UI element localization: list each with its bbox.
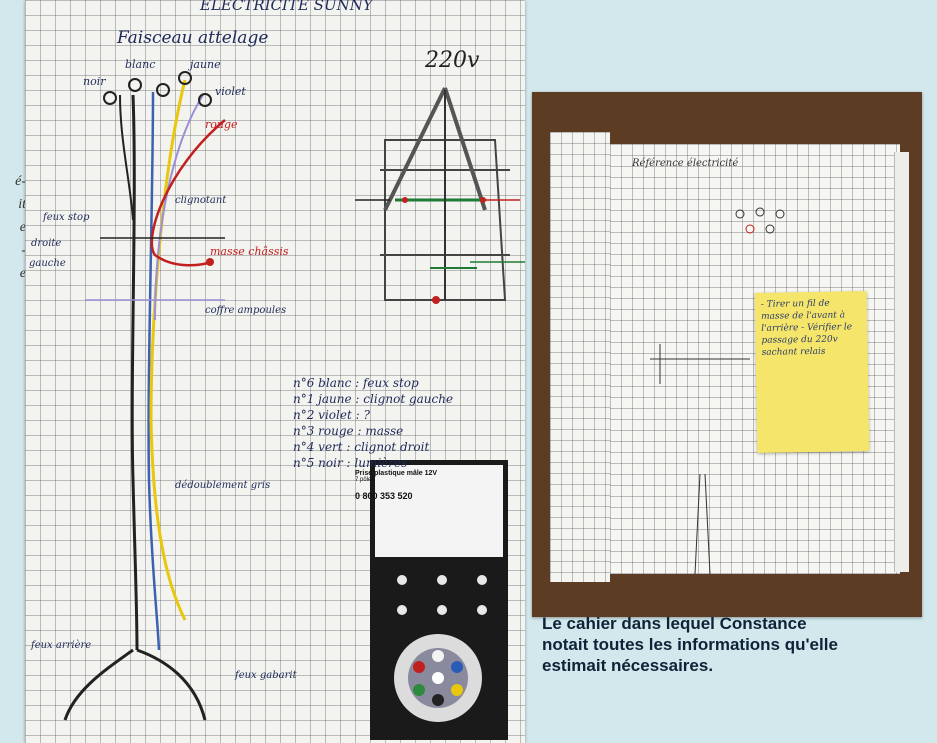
photo-caption: Le cahier dans lequel Constance notait t… [542, 614, 838, 675]
package-title: Prise plastique mâle 12V [355, 470, 438, 477]
left-notebook-page [550, 132, 610, 582]
package-subtitle: 7 pôles [355, 477, 375, 483]
package-code: 0 800 353 520 [355, 491, 413, 501]
legend-line: n°6 blanc : feux stop [293, 376, 419, 390]
sliver-line: e [19, 220, 26, 235]
graph-paper-grid [550, 132, 610, 582]
legend-line: n°2 violet : ? [293, 408, 370, 422]
legend-line: n°4 vert : clignot droit [293, 440, 430, 454]
legend-line: n°1 jaune : clignot gauche [293, 392, 454, 406]
package-label: Prise plastique mâle 12V 7 pôles 0 800 3… [355, 470, 465, 501]
wiring-notebook-photo: ELECTRICITE SUNNY Faisceau attelage 220v [25, 0, 525, 743]
sliver-line: it [18, 197, 26, 212]
legend-line: n°5 noir : lumières [293, 456, 408, 470]
sliver-line: é- [15, 174, 26, 189]
sticky-note: - Tirer un fil de masse de l'avant à l'a… [754, 291, 870, 453]
sliver-line: e [19, 266, 26, 281]
notebook-sketches [650, 207, 785, 574]
wiring-drawing [63, 71, 525, 740]
open-notebook-photo: Référence électricité - Tirer un fil de … [532, 92, 922, 617]
notebook-spine [894, 152, 909, 572]
wiring-legend: n°6 blanc : feux stop n°1 jaune : cligno… [293, 375, 453, 471]
sliver-text: é- it e - e [2, 170, 26, 285]
sliver-line: - [21, 243, 26, 258]
legend-line: n°3 rouge : masse [293, 424, 404, 438]
sticky-note-text: - Tirer un fil de masse de l'avant à l'a… [760, 298, 853, 358]
